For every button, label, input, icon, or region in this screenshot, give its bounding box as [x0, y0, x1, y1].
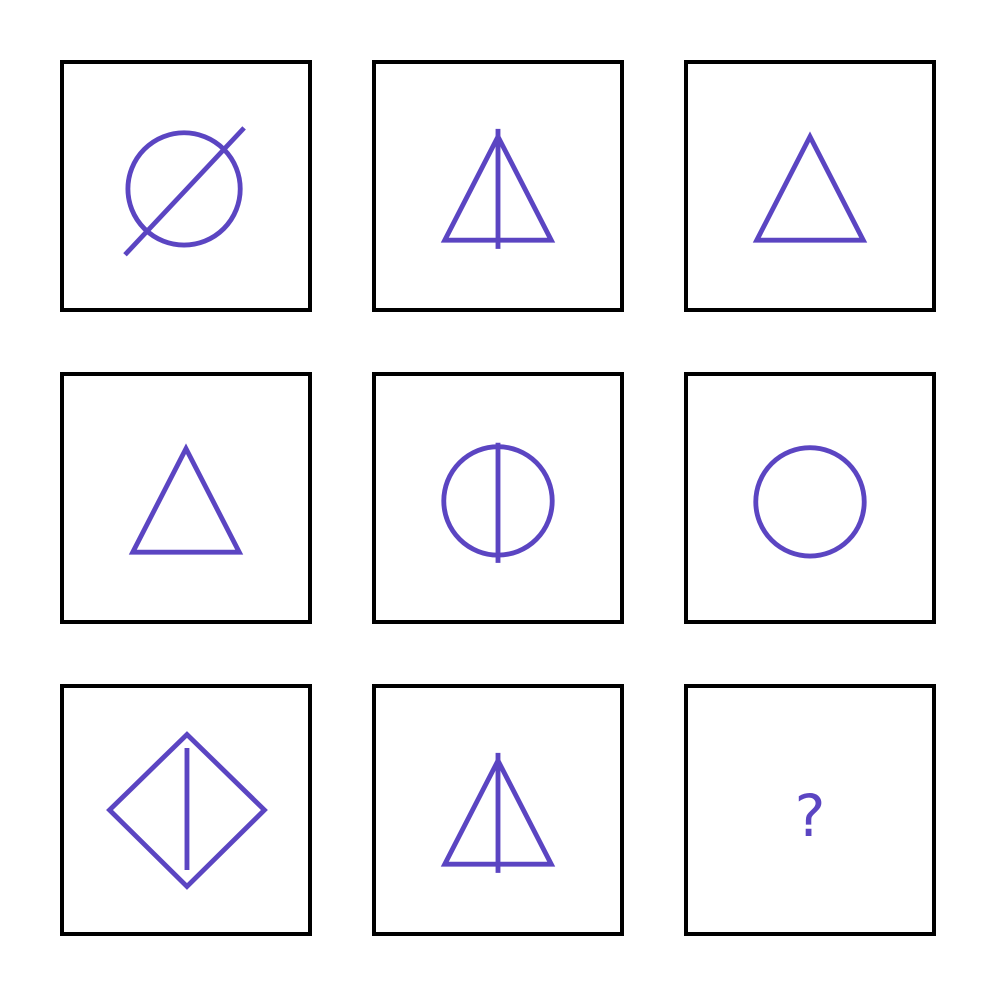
- cell-2: [372, 60, 624, 312]
- cell-1: [60, 60, 312, 312]
- cell-5: [372, 372, 624, 624]
- diamond-with-vertical-line-icon: [106, 731, 268, 890]
- circle-shape: [753, 445, 867, 559]
- cell-7: [60, 684, 312, 936]
- circle-icon: [753, 445, 867, 559]
- diamond-shape: [106, 731, 268, 890]
- triangle-icon: [752, 131, 868, 243]
- question-mark: ?: [794, 782, 826, 850]
- diagonal-line: [123, 126, 246, 257]
- triangle-icon: [128, 443, 244, 555]
- cell-3: [684, 60, 936, 312]
- triangle-with-vertical-line-icon: [440, 128, 556, 249]
- cell-6: [684, 372, 936, 624]
- triangle-shape: [752, 131, 868, 243]
- triangle-shape: [128, 443, 244, 555]
- cell-9: ?: [684, 684, 936, 936]
- circle-with-diagonal-line-icon: [123, 126, 246, 257]
- cell-8: [372, 684, 624, 936]
- cell-4: [60, 372, 312, 624]
- triangle-with-vertical-line-icon: [440, 752, 556, 873]
- circle-with-vertical-line-icon: [441, 442, 555, 563]
- circle-shape: [125, 130, 243, 248]
